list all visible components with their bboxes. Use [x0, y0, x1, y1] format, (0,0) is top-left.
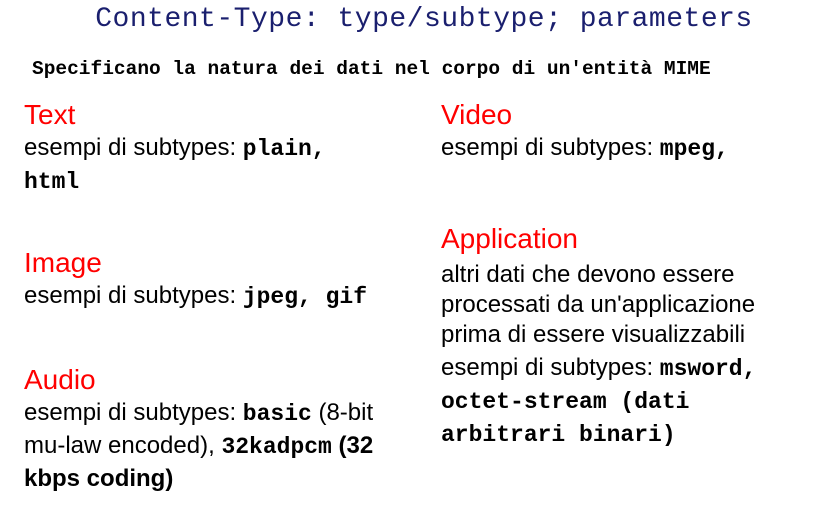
application-subtypes-1: msword, [659, 356, 757, 382]
text-heading: Text [24, 99, 76, 130]
text-section: Text esempi di subtypes: plain, html [24, 98, 419, 198]
application-subtypes-2: octet-stream (dati [441, 389, 690, 415]
audio-prefix: esempi di subtypes: [24, 399, 243, 426]
application-subtypes: esempi di subtypes: msword, octet-stream … [441, 352, 836, 451]
slide-subtitle: Specificano la natura dei dati nel corpo… [32, 58, 711, 80]
application-section: Application altri dati che devono essere… [441, 222, 836, 451]
video-subtypes-value: mpeg, [659, 136, 729, 162]
image-section: Image esempi di subtypes: jpeg, gif [24, 246, 419, 313]
audio-desc-2a: (32 [331, 432, 374, 459]
video-subtypes: esempi di subtypes: mpeg, [441, 132, 831, 165]
audio-heading: Audio [24, 364, 96, 395]
image-heading: Image [24, 247, 102, 278]
audio-section: Audio esempi di subtypes: basic (8-bit mu… [24, 363, 424, 494]
video-prefix: esempi di subtypes: [441, 134, 660, 161]
application-heading: Application [441, 223, 578, 254]
application-desc-2: processati da un'applicazione [441, 291, 756, 318]
audio-desc-2b: kbps coding) [24, 465, 174, 492]
audio-desc-1a: (8-bit [311, 399, 374, 426]
application-subtypes-3: arbitrari binari) [441, 422, 676, 448]
text-subtypes-1: plain, [242, 136, 326, 162]
audio-desc-1b: mu-law encoded), [24, 432, 222, 459]
application-prefix: esempi di subtypes: [441, 354, 660, 381]
video-section: Video esempi di subtypes: mpeg, [441, 98, 831, 165]
video-heading: Video [441, 99, 513, 130]
image-subtypes-value: jpeg, gif [242, 284, 368, 310]
slide-title: Content-Type: type/subtype; parameters [95, 4, 753, 35]
application-desc-1: altri dati che devono essere [441, 261, 735, 288]
audio-subtype-32kadpcm: 32kadpcm [221, 434, 332, 460]
text-prefix: esempi di subtypes: [24, 134, 243, 161]
application-description: altri dati che devono essere processati d… [441, 260, 836, 350]
application-desc-3: prima di essere visualizzabili [441, 321, 746, 348]
image-prefix: esempi di subtypes: [24, 282, 243, 309]
audio-subtype-basic: basic [242, 401, 312, 427]
text-subtypes-2: html [24, 169, 80, 195]
image-subtypes: esempi di subtypes: jpeg, gif [24, 280, 419, 313]
audio-subtypes: esempi di subtypes: basic (8-bit mu-law e… [24, 397, 424, 494]
text-subtypes: esempi di subtypes: plain, html [24, 132, 419, 198]
